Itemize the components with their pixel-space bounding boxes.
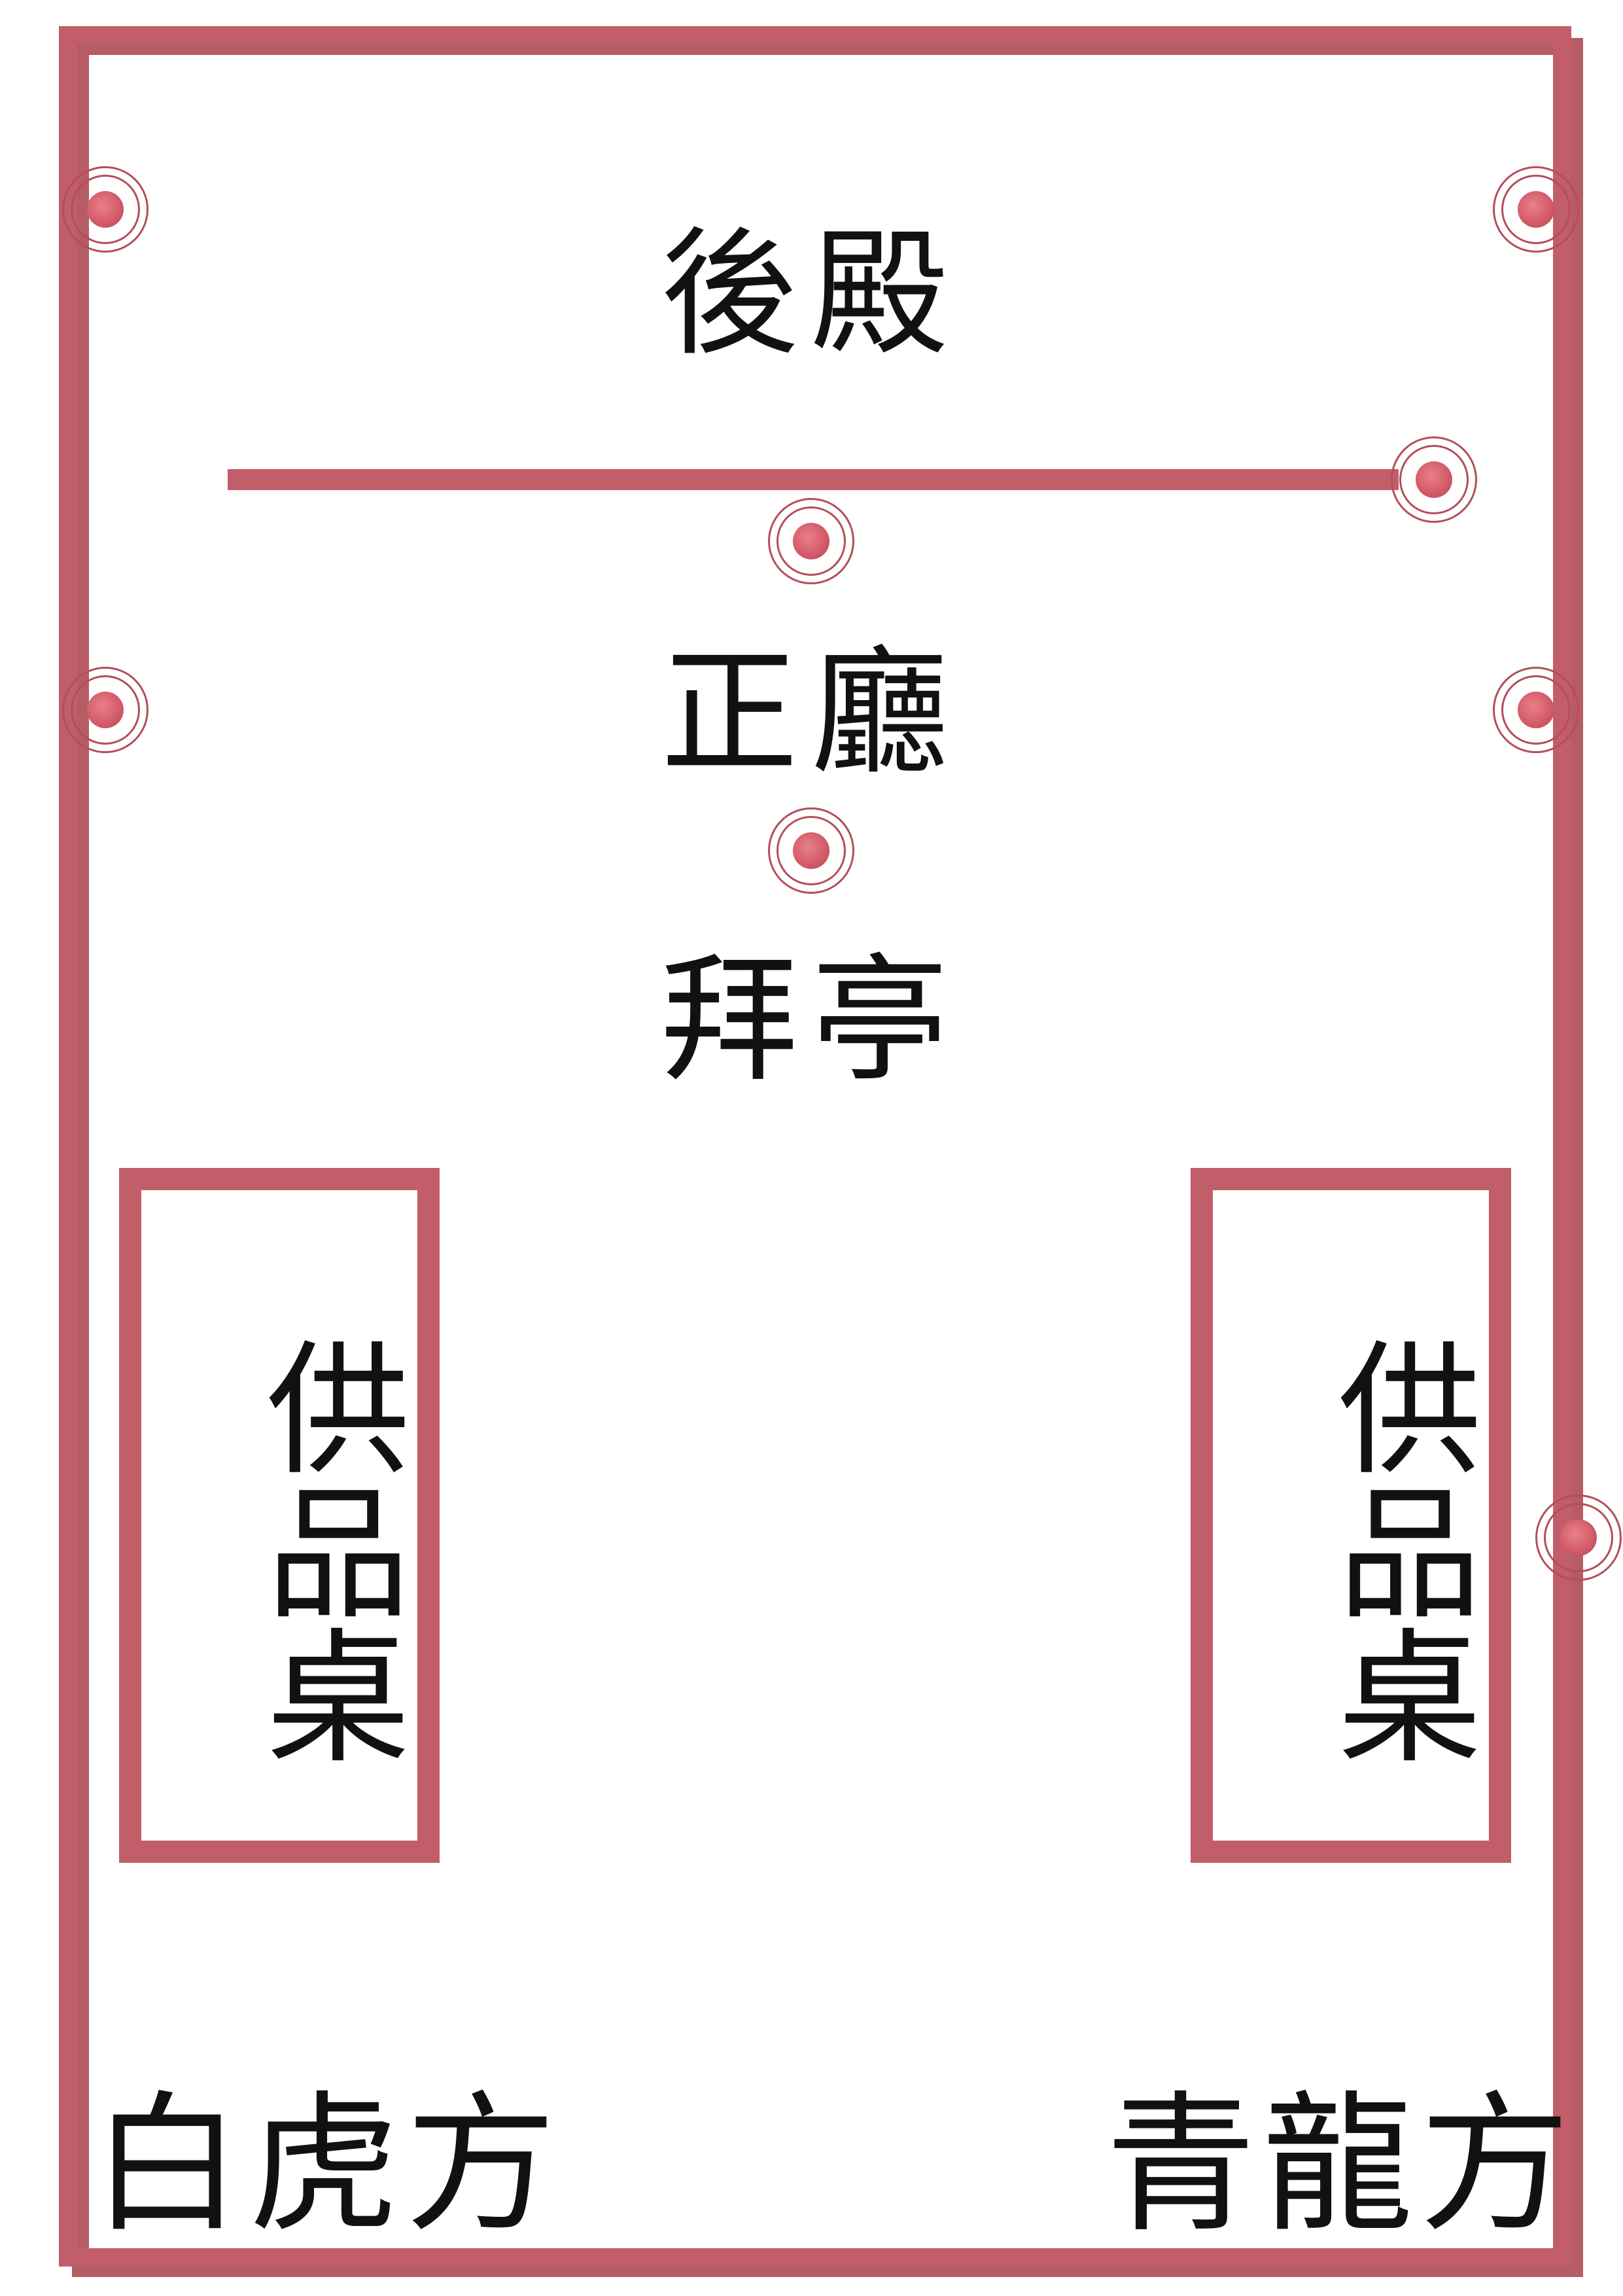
offering-table-right-label: 供品桌 [1314,1334,1481,1766]
rear-hall-beam [228,469,1399,490]
white-tiger-direction-label: 白虎方 [92,2078,563,2253]
pillar-icon [62,667,148,753]
azure-dragon-direction-label: 青龍方 [1106,2078,1577,2253]
main-hall-label: 正廳 [660,633,962,793]
pillar-icon [1535,1494,1622,1581]
pillar-icon [768,807,854,894]
offering-table-right: 供品桌 [1191,1168,1511,1863]
worship-pavilion-label: 拜亭 [660,940,962,1101]
rear-hall-label: 後殿 [660,214,962,374]
pillar-icon [1391,436,1477,523]
offering-table-left-label: 供品桌 [242,1334,410,1766]
temple-wall [59,26,1571,2267]
pillar-icon [62,166,148,253]
pillar-icon [1493,667,1579,753]
offering-table-left: 供品桌 [119,1168,440,1863]
pillar-icon [1493,166,1579,253]
pillar-icon [768,498,854,584]
